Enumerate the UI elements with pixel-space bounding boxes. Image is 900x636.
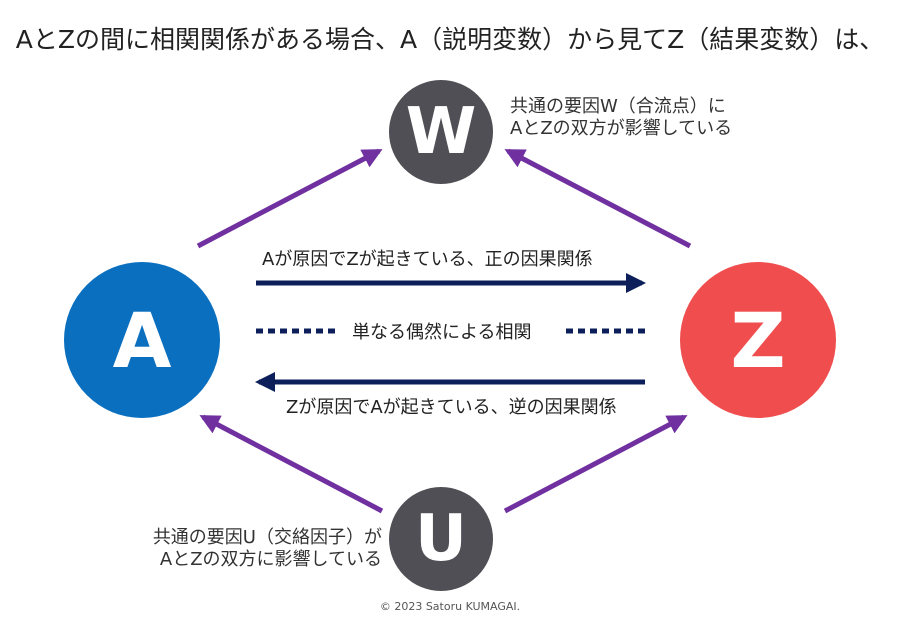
arrow-z-to-w (504, 148, 692, 249)
page-title: AとZの間に相関関係がある場合、A（説明変数）から見てZ（結果変数）は、 (15, 25, 885, 54)
u-annotation-line2: AとZの双方に影響している (159, 549, 382, 570)
arrow-u-to-z (503, 414, 688, 514)
w-annotation: 共通の要因W（合流点）に AとZの双方が影響している (510, 96, 732, 140)
node-a: A (64, 262, 220, 418)
w-annotation-line2: AとZの双方が影響している (510, 118, 733, 139)
copyright-notice: © 2023 Satoru KUMAGAI. (379, 600, 521, 613)
reverse-causation-label: Zが原因でAが起きている、逆の因果関係 (286, 397, 617, 418)
chance-correlation-label: 単なる偶然による相関 (352, 322, 532, 343)
arrow-u-to-a (199, 414, 384, 514)
arrow-a-to-w (196, 148, 383, 249)
w-annotation-line1: 共通の要因W（合流点）に (510, 96, 726, 117)
node-u: U (389, 487, 493, 591)
node-w: W (389, 80, 493, 184)
node-z: Z (680, 262, 836, 418)
u-annotation-line1: 共通の要因U（交絡因子）が (152, 527, 382, 548)
u-annotation: 共通の要因U（交絡因子）が AとZの双方に影響している (100, 527, 382, 571)
forward-causation-label: Aが原因でZが起きている、正の因果関係 (262, 249, 593, 270)
